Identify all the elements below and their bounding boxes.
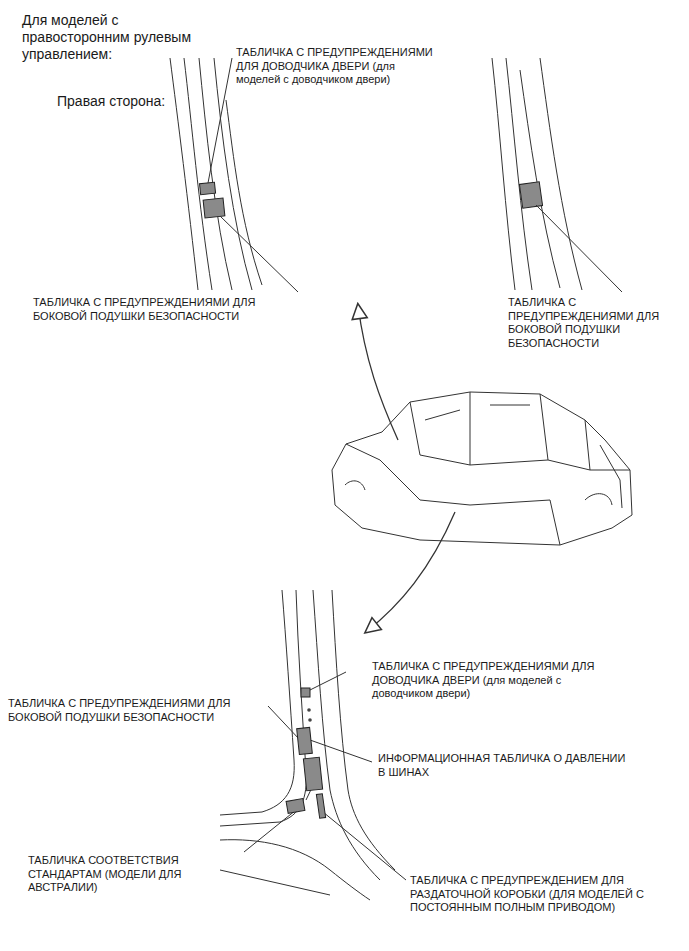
part-label: ИНФОРМАЦИОННАЯ ТАБЛИЧКА О ДАВЛЕНИИ В ШИН… — [378, 752, 628, 779]
part-label: ТАБЛИЧКА С ПРЕДУПРЕЖДЕНИЕМ ДЛЯ РАЗДАТОЧН… — [410, 874, 680, 915]
part-label: ТАБЛИЧКА С ПРЕДУПРЕЖДЕНИЯМИ ДЛЯ ДОВОДЧИК… — [372, 660, 612, 701]
view-arrows — [358, 305, 455, 632]
part-label: ТАБЛИЧКА С ПРЕДУПРЕЖДЕНИЯМИ ДЛЯ БОКОВОЙ … — [33, 296, 303, 323]
pillar-left — [170, 58, 262, 290]
view-label: Правая сторона: — [57, 93, 217, 110]
pillar-holes — [307, 708, 312, 722]
pillar-bottom — [220, 590, 395, 900]
part-label: ТАБЛИЧКА С ПРЕДУПРЕЖДЕНИЯМИ ДЛЯ БОКОВОЙ … — [8, 697, 270, 724]
stickers-left — [200, 182, 225, 218]
car-body — [332, 392, 632, 545]
sticker-right — [519, 182, 542, 209]
pillar-right — [492, 58, 582, 290]
part-label: ТАБЛИЧКА СООТВЕТСТВИЯ СТАНДАРТАМ (МОДЕЛИ… — [28, 854, 228, 895]
part-label: ТАБЛИЧКА С ПРЕДУПРЕЖДЕНИЯМИ ДЛЯ БОКОВОЙ … — [508, 296, 673, 350]
diagram-title: Для моделей с правосторонним рулевым упр… — [22, 12, 222, 63]
stickers-bottom — [286, 688, 326, 818]
part-label: ТАБЛИЧКА С ПРЕДУПРЕЖДЕНИЯМИ ДЛЯ ДОВОДЧИК… — [236, 46, 441, 87]
